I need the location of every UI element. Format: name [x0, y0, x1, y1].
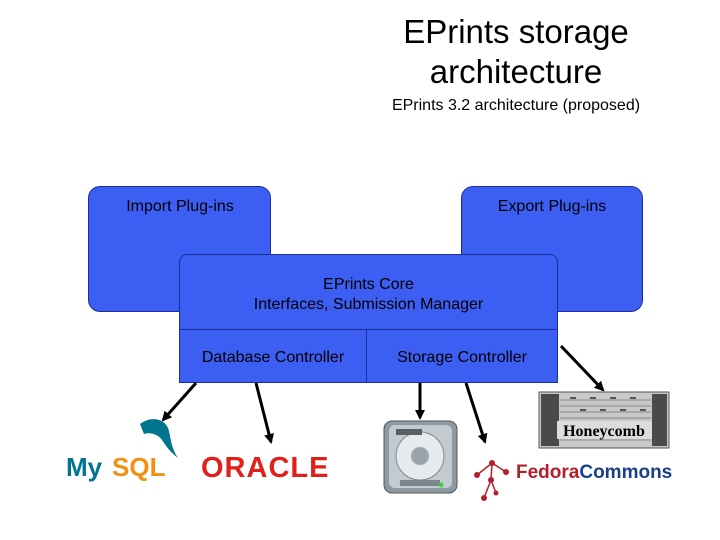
- honeycomb-label: Honeycomb: [563, 423, 645, 440]
- arrow-to-fedora: [464, 382, 488, 444]
- fedora-logo: FedoraCommons: [474, 460, 672, 501]
- fedora-label-part2: Commons: [579, 462, 672, 483]
- dolphin-icon: [140, 419, 178, 458]
- diagram-title: EPrints storage architecture: [403, 13, 629, 90]
- fedora-label: FedoraCommons: [516, 462, 672, 483]
- core-label-subtitle: Interfaces, Submission Manager: [253, 296, 484, 313]
- storage-controller-box: [366, 329, 558, 383]
- fedora-label-part1: Fedora: [516, 462, 580, 483]
- hard-disk-icon: [383, 420, 458, 494]
- arrow-to-honeycomb: [559, 344, 605, 392]
- mysql-label-sql: SQL: [112, 452, 166, 482]
- oracle-label: ORACLE: [201, 452, 329, 484]
- arrow-to-oracle: [254, 382, 274, 444]
- honeycomb-logo: Honeycomb: [538, 391, 670, 449]
- mysql-label-my: My: [66, 452, 103, 482]
- connector-arrows: [161, 344, 605, 444]
- diagram-subtitle: EPrints 3.2 architecture (proposed): [391, 97, 641, 114]
- export-plugins-label: Export Plug-ins: [497, 198, 607, 215]
- mysql-logo: My SQL: [66, 419, 178, 482]
- database-controller-label: Database Controller: [201, 349, 345, 366]
- database-controller-box: [179, 329, 367, 383]
- core-label-title: EPrints Core: [323, 276, 414, 293]
- import-plugins-label: Import Plug-ins: [126, 198, 234, 215]
- arrow-to-mysql: [161, 382, 198, 422]
- storage-controller-label: Storage Controller: [397, 349, 527, 366]
